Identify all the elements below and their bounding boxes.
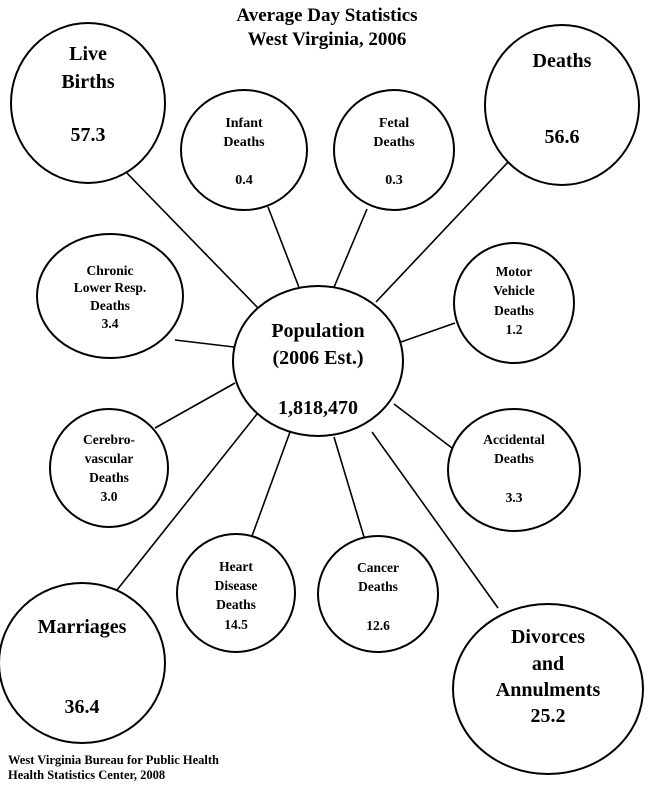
node-circle-accidental-deaths bbox=[447, 408, 581, 532]
node-circle-divorces-and-annulments bbox=[452, 603, 644, 775]
node-label-accidental-deaths: Deaths bbox=[494, 451, 534, 466]
node-value-cerebrovascular-deaths: 3.0 bbox=[101, 489, 118, 504]
node-circle-deaths bbox=[484, 24, 640, 186]
node-value-infant-deaths: 0.4 bbox=[235, 173, 253, 188]
node-value-marriages: 36.4 bbox=[65, 696, 100, 718]
node-label-marriages: Marriages bbox=[38, 616, 127, 638]
node-circle-heart-disease-deaths bbox=[176, 533, 296, 653]
node-marriages: Marriages 36.4 bbox=[0, 582, 166, 744]
node-circle-marriages bbox=[0, 582, 166, 744]
node-label-chronic-lower-resp-deaths: Lower Resp. bbox=[74, 280, 147, 295]
source-line-1: West Virginia Bureau for Public Health bbox=[8, 753, 220, 767]
node-label-heart-disease-deaths: Deaths bbox=[216, 597, 256, 612]
node-label-live-births: Births bbox=[61, 71, 115, 93]
center-label-line: (2006 Est.) bbox=[272, 347, 363, 369]
node-label-heart-disease-deaths: Heart bbox=[219, 559, 253, 574]
node-label-divorces-and-annulments: Divorces bbox=[511, 626, 585, 648]
connector-motor-vehicle-deaths bbox=[400, 322, 456, 343]
node-value-live-births: 57.3 bbox=[71, 124, 106, 146]
node-circle-cancer-deaths bbox=[317, 535, 439, 653]
node-deaths: Deaths 56.6 bbox=[484, 24, 640, 186]
node-value-chronic-lower-resp-deaths: 3.4 bbox=[102, 316, 119, 331]
connector-cancer-deaths bbox=[333, 436, 365, 538]
node-label-cerebrovascular-deaths: vascular bbox=[85, 451, 134, 466]
node-value-fetal-deaths: 0.3 bbox=[385, 173, 403, 188]
connector-cerebrovascular-deaths bbox=[154, 382, 236, 429]
connector-chronic-lower-resp-deaths bbox=[174, 339, 235, 348]
node-value-cancer-deaths: 12.6 bbox=[366, 618, 390, 633]
node-label-heart-disease-deaths: Disease bbox=[215, 578, 258, 593]
node-label-divorces-and-annulments: and bbox=[532, 653, 564, 675]
node-circle-chronic-lower-resp-deaths bbox=[36, 233, 184, 359]
node-value-motor-vehicle-deaths: 1.2 bbox=[506, 322, 523, 337]
source-line-2: Health Statistics Center, 2008 bbox=[8, 768, 166, 782]
node-label-live-births: Live bbox=[69, 43, 107, 65]
node-label-infant-deaths: Infant bbox=[225, 116, 263, 131]
node-label-infant-deaths: Deaths bbox=[223, 135, 265, 150]
node-circle-fetal-deaths bbox=[333, 89, 455, 211]
node-label-motor-vehicle-deaths: Motor bbox=[496, 264, 533, 279]
node-label-motor-vehicle-deaths: Deaths bbox=[494, 303, 534, 318]
center-label-line: Population bbox=[271, 320, 364, 342]
node-label-fetal-deaths: Fetal bbox=[379, 116, 409, 131]
center-value: 1,818,470 bbox=[278, 397, 358, 419]
node-label-chronic-lower-resp-deaths: Chronic bbox=[86, 263, 133, 278]
connector-live-births bbox=[123, 169, 259, 309]
node-label-motor-vehicle-deaths: Vehicle bbox=[493, 283, 535, 298]
node-label-chronic-lower-resp-deaths: Deaths bbox=[90, 298, 130, 313]
node-circle-infant-deaths bbox=[180, 89, 308, 211]
node-label-cerebrovascular-deaths: Deaths bbox=[89, 470, 129, 485]
node-circle-live-births bbox=[10, 22, 166, 184]
node-value-accidental-deaths: 3.3 bbox=[506, 490, 523, 505]
connector-heart-disease-deaths bbox=[251, 431, 291, 537]
node-label-cancer-deaths: Cancer bbox=[357, 560, 399, 575]
node-value-deaths: 56.6 bbox=[545, 126, 580, 148]
node-value-heart-disease-deaths: 14.5 bbox=[224, 617, 248, 632]
node-label-cancer-deaths: Deaths bbox=[358, 579, 398, 594]
title-line-2: West Virginia, 2006 bbox=[247, 29, 407, 50]
connector-infant-deaths bbox=[267, 206, 301, 291]
node-label-divorces-and-annulments: Annulments bbox=[496, 679, 601, 701]
center-node-circle bbox=[232, 285, 404, 437]
node-value-divorces-and-annulments: 25.2 bbox=[531, 705, 566, 727]
connector-marriages bbox=[112, 413, 258, 596]
connector-accidental-deaths bbox=[393, 403, 453, 449]
connector-deaths bbox=[375, 159, 511, 303]
center-node-population: Population (2006 Est.) 1,818,470 bbox=[232, 285, 404, 437]
title-line-1: Average Day Statistics bbox=[236, 5, 418, 26]
node-label-cerebrovascular-deaths: Cerebro- bbox=[83, 432, 135, 447]
connector-divorces-and-annulments bbox=[371, 431, 499, 609]
node-circle-motor-vehicle-deaths bbox=[453, 242, 575, 364]
node-circle-cerebrovascular-deaths bbox=[49, 408, 169, 528]
node-label-fetal-deaths: Deaths bbox=[373, 135, 415, 150]
connector-fetal-deaths bbox=[331, 208, 368, 293]
node-label-deaths: Deaths bbox=[533, 50, 592, 72]
node-label-accidental-deaths: Accidental bbox=[483, 432, 545, 447]
